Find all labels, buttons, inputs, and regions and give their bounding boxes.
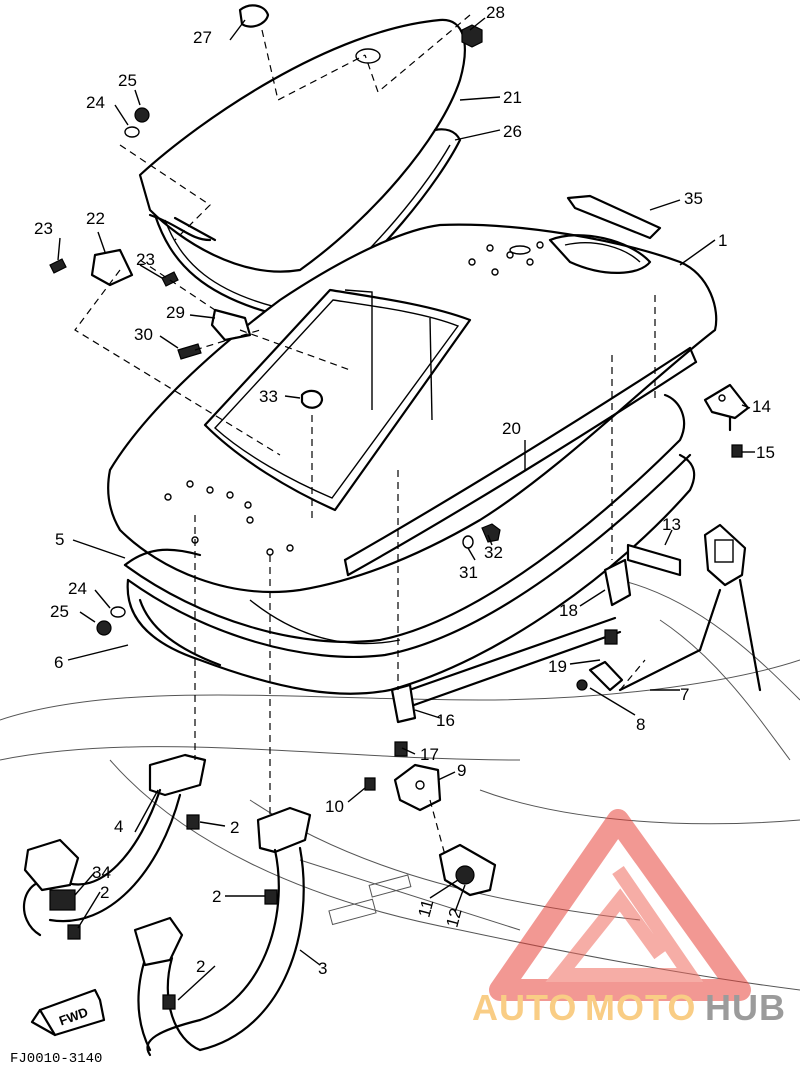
trim-strip-35: [566, 194, 662, 240]
diagram-code: FJ0010-3140: [10, 1051, 102, 1067]
callout-5: 5: [55, 530, 64, 549]
callout-2-top: 2: [230, 818, 239, 837]
bar-13: [626, 543, 682, 577]
callout-3: 3: [318, 959, 327, 978]
rod-16: [390, 558, 632, 812]
callout-31: 31: [459, 563, 478, 582]
hatch-lid-21: [138, 18, 466, 273]
callout-23-right: 23: [136, 250, 155, 269]
callout-2-left: 2: [100, 883, 109, 902]
watermark-moto: MOTO: [585, 987, 696, 1028]
callout-7: 7: [680, 685, 689, 704]
small-hardware: [49, 4, 501, 636]
plate-11-12: [438, 843, 497, 897]
callout-12: 12: [442, 906, 465, 929]
callout-22: 22: [86, 209, 105, 228]
leader-lines: [74, 14, 656, 856]
callout-32: 32: [484, 543, 503, 562]
callout-8: 8: [636, 715, 645, 734]
callout-27: 27: [193, 28, 212, 47]
bolt-15: [731, 444, 743, 458]
callout-4: 4: [114, 817, 123, 836]
callout-16: 16: [436, 711, 455, 730]
callout-34: 34: [92, 863, 111, 882]
callout-30: 30: [134, 325, 153, 344]
callout-leaders: [57, 17, 755, 1001]
callout-23-left: 23: [34, 219, 53, 238]
callout-11: 11: [414, 897, 437, 919]
callout-9: 9: [457, 761, 466, 780]
callout-13: 13: [662, 515, 681, 534]
strap-3: [133, 806, 312, 1057]
callout-20: 20: [502, 419, 521, 438]
callout-10: 10: [325, 797, 344, 816]
callout-25-left: 25: [50, 602, 69, 621]
callout-15: 15: [756, 443, 775, 462]
callout-35: 35: [684, 189, 703, 208]
callout-24-top: 24: [86, 93, 105, 112]
bracket-14: [703, 383, 750, 432]
callout-29: 29: [166, 303, 185, 322]
callout-1: 1: [718, 231, 727, 250]
callout-2-bottom: 2: [196, 957, 205, 976]
callout-2-mid: 2: [212, 887, 221, 906]
bolts-17-19-8: [364, 629, 618, 791]
watermark-hub: HUB: [705, 987, 786, 1028]
callout-26: 26: [503, 122, 522, 141]
watermark-auto: AUTO: [472, 987, 577, 1028]
fwd-arrow: FWD: [30, 988, 106, 1037]
callout-14: 14: [752, 397, 771, 416]
callout-17: 17: [420, 745, 439, 764]
seal-rims-5-6: [123, 393, 696, 695]
bolts-2: [67, 814, 278, 1010]
callout-28: 28: [486, 3, 505, 22]
callout-33: 33: [259, 387, 278, 406]
callout-19: 19: [548, 657, 567, 676]
bracket-7: [618, 523, 762, 692]
automotohub-watermark: AUTO MOTO HUB: [472, 809, 786, 1028]
callout-18: 18: [559, 601, 578, 620]
deck-cover-1: [107, 223, 718, 594]
strap-4: [22, 753, 207, 937]
callout-25-top: 25: [118, 71, 137, 90]
callout-24-left: 24: [68, 579, 87, 598]
callout-21: 21: [503, 88, 522, 107]
callout-labels: 27 28 25 24 21 26 35 1 22 23 23 29 30 33…: [34, 3, 775, 978]
callout-6: 6: [54, 653, 63, 672]
